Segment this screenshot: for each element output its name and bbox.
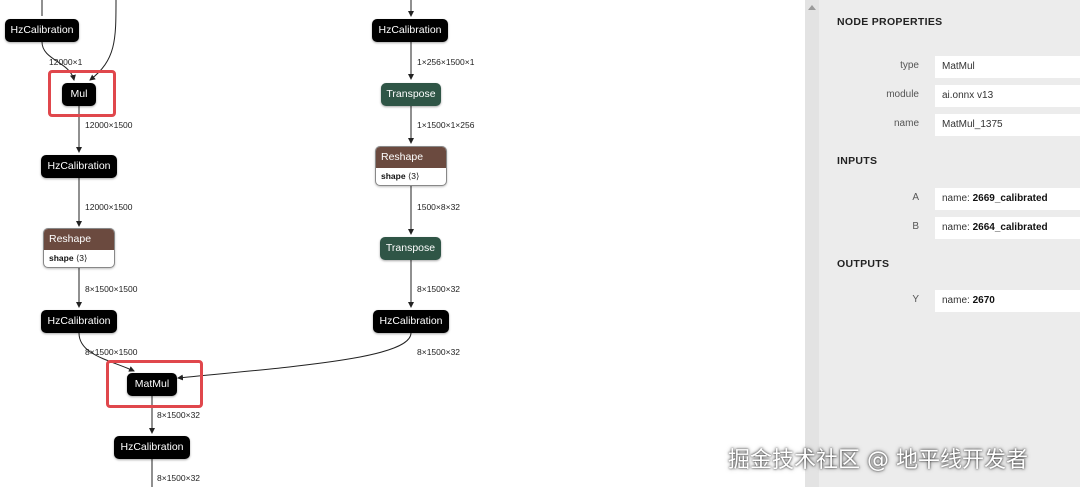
node-matmul[interactable]: MatMul: [127, 373, 177, 396]
attr-name: shape: [49, 253, 74, 263]
input-label-a: A: [912, 192, 919, 203]
edge-side-to-mul: [89, 0, 117, 81]
prop-label-module: module: [886, 89, 919, 100]
edge-label: 8×1500×1500: [85, 284, 138, 294]
node-hzcalibration[interactable]: HzCalibration: [5, 19, 79, 42]
highlight-box-mul: [48, 70, 116, 117]
node-hzcalibration[interactable]: HzCalibration: [114, 436, 190, 459]
name-prefix: name:: [942, 295, 973, 306]
input-name-a: 2669_calibrated: [972, 193, 1048, 204]
output-name-y: 2670: [972, 295, 995, 306]
prop-value-module[interactable]: ai.onnx v13: [935, 85, 1080, 107]
node-reshape-title: Reshape: [376, 147, 446, 168]
highlight-box-matmul: [106, 360, 203, 408]
input-value-a[interactable]: name: 2669_calibrated: [935, 188, 1080, 210]
watermark: 掘金技术社区 @ 地平线开发者: [728, 448, 1028, 473]
node-reshape[interactable]: Reshape shape ⟨3⟩: [375, 146, 447, 186]
attr-value: ⟨3⟩: [407, 171, 420, 181]
edge-label: 1500×8×32: [417, 202, 461, 212]
prop-value-type[interactable]: MatMul: [935, 56, 1080, 78]
prop-label-name: name: [893, 118, 919, 129]
edge-label: 8×1500×32: [417, 284, 461, 294]
inputs-section-title: INPUTS: [837, 155, 878, 167]
node-hzcalibration[interactable]: HzCalibration: [41, 310, 117, 333]
edge-label: 1×1500×1×256: [417, 120, 475, 130]
attr-value: ⟨3⟩: [75, 253, 88, 263]
edge-label: 8×1500×1500: [85, 347, 138, 357]
edge-label: 1×256×1500×1: [417, 57, 475, 67]
edge-label: 8×1500×32: [157, 410, 201, 420]
input-label-b: B: [912, 221, 919, 232]
edge-hzcal-to-matmul-b: [177, 332, 412, 381]
input-value-b[interactable]: name: 2664_calibrated: [935, 217, 1080, 239]
scroll-up-arrow-icon[interactable]: [808, 5, 816, 10]
input-name-b: 2664_calibrated: [972, 222, 1048, 233]
node-reshape[interactable]: Reshape shape ⟨3⟩: [43, 228, 115, 268]
graph-canvas[interactable]: HzCalibration HzCalibration Mul Transpos…: [0, 0, 805, 487]
node-hzcalibration[interactable]: HzCalibration: [372, 19, 448, 42]
edge-label: 12000×1500: [85, 120, 133, 130]
edge-hzcal-to-matmul-a: [78, 332, 135, 372]
edge-label: 8×1500×32: [157, 473, 201, 483]
edge-label: 8×1500×32: [417, 347, 461, 357]
edge-hzcal-to-mul: [41, 41, 76, 81]
prop-value-name[interactable]: MatMul_1375: [935, 114, 1080, 136]
panel-title: NODE PROPERTIES: [837, 16, 943, 28]
name-prefix: name:: [942, 222, 973, 233]
node-transpose[interactable]: Transpose: [381, 83, 441, 106]
edge-label: 12000×1500: [85, 202, 133, 212]
node-reshape-attr: shape ⟨3⟩: [44, 250, 114, 267]
node-reshape-attr: shape ⟨3⟩: [376, 168, 446, 185]
output-label-y: Y: [912, 294, 919, 305]
graph-edges: [41, 0, 414, 487]
outputs-section-title: OUTPUTS: [837, 258, 890, 270]
node-hzcalibration[interactable]: HzCalibration: [41, 155, 117, 178]
attr-name: shape: [381, 171, 406, 181]
node-transpose[interactable]: Transpose: [380, 237, 441, 260]
node-mul[interactable]: Mul: [62, 83, 96, 106]
output-value-y[interactable]: name: 2670: [935, 290, 1080, 312]
scrollbar[interactable]: [805, 0, 819, 487]
node-reshape-title: Reshape: [44, 229, 114, 250]
node-hzcalibration[interactable]: HzCalibration: [373, 310, 449, 333]
edge-label: 12000×1: [49, 57, 83, 67]
node-properties-panel: NODE PROPERTIES type MatMul module ai.on…: [805, 0, 1080, 487]
name-prefix: name:: [942, 193, 973, 204]
prop-label-type: type: [900, 60, 919, 71]
